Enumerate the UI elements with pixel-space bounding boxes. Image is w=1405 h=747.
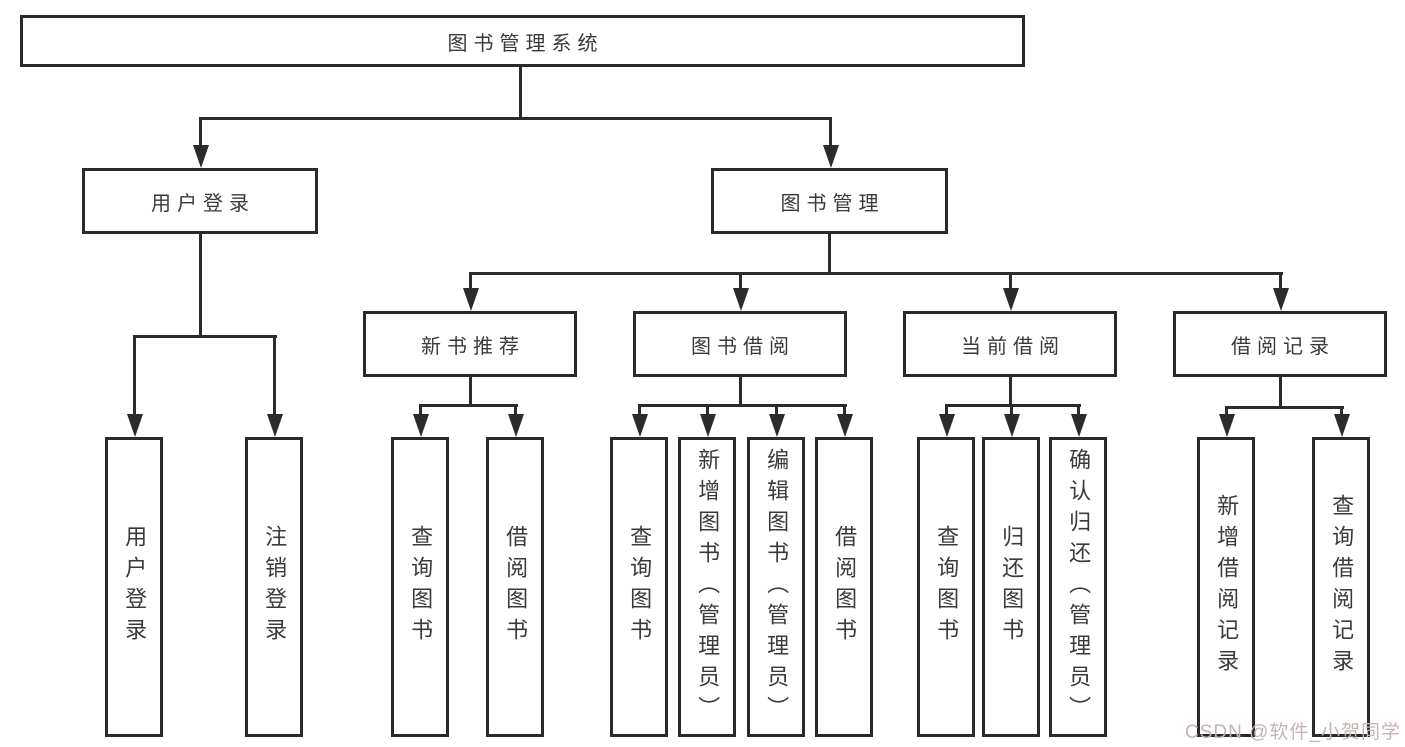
leaf-query-borrow-record-label: 查询借阅记录 [1329,494,1355,680]
leaf-query-books-3: 查询图书 [917,437,975,737]
leaf-query-books-1-label: 查询图书 [408,525,434,649]
leaf-logout-label: 注销登录 [262,525,288,649]
leaf-add-borrow-record: 新增借阅记录 [1197,437,1255,737]
leaf-edit-books-admin: 编辑图书（管理员） [747,437,805,737]
leaf-confirm-return-admin-label: 确认归还（管理员） [1066,447,1092,727]
connector-recommend-horizontal [419,404,518,407]
leaf-query-books-2: 查询图书 [610,437,668,737]
leaf-borrow-books-2-label: 借阅图书 [832,525,858,649]
node-book-management-label: 图书管理 [780,192,885,215]
connector-user-login-vertical [199,232,202,337]
leaf-query-books-2-label: 查询图书 [627,525,653,649]
arrow-to-leaf-borrow-books-1 [507,404,524,437]
leaf-query-books-3-label: 查询图书 [934,525,960,649]
leaf-add-books-admin-label: 新增图书（管理员） [695,447,721,727]
leaf-edit-books-admin-label: 编辑图书（管理员） [764,447,790,727]
arrow-to-leaf-query-books-2 [631,404,648,437]
leaf-return-books-label: 归还图书 [999,525,1025,649]
arrow-to-leaf-confirm-return [1070,404,1087,437]
arrow-to-user-login [192,117,209,168]
arrow-to-leaf-query-record [1333,406,1350,437]
node-current-borrow-label: 当前借阅 [961,335,1065,358]
connector-root-horizontal [199,117,832,120]
arrow-to-current-borrow [1002,272,1019,311]
connector-records-horizontal [1225,406,1344,409]
connector-borrow-horizontal [638,404,847,407]
arrow-to-leaf-logout [266,335,283,437]
connector-borrow-vertical [739,375,742,406]
node-book-borrow-label: 图书借阅 [691,335,795,358]
connector-book-mgmt-horizontal [469,272,1283,275]
arrow-to-leaf-user-login [126,335,143,437]
connector-book-mgmt-vertical [828,232,831,275]
leaf-return-books: 归还图书 [982,437,1040,737]
leaf-user-login-label: 用户登录 [122,525,148,649]
leaf-logout: 注销登录 [245,437,303,737]
arrow-to-leaf-borrow-books-2 [836,404,853,437]
node-user-login: 用户登录 [82,168,318,234]
leaf-borrow-books-1-label: 借阅图书 [503,525,529,649]
node-book-borrow: 图书借阅 [633,311,847,377]
connector-records-vertical [1279,375,1282,408]
node-borrow-records-label: 借阅记录 [1231,335,1335,358]
arrow-to-new-book-recommend [462,272,479,311]
leaf-confirm-return-admin: 确认归还（管理员） [1049,437,1107,737]
arrow-to-leaf-add-record [1218,406,1235,437]
connector-current-vertical [1009,375,1012,406]
connector-root-vertical [519,64,522,120]
arrow-to-leaf-return-books [1003,404,1020,437]
arrow-to-book-management [822,117,839,168]
leaf-add-books-admin: 新增图书（管理员） [678,437,736,737]
node-user-login-label: 用户登录 [151,192,255,215]
connector-current-horizontal [945,404,1081,407]
node-book-management: 图书管理 [711,168,948,234]
node-root-library-system: 图书管理系统 [20,15,1025,67]
arrow-to-leaf-add-books [699,404,716,437]
arrow-to-book-borrow [732,272,749,311]
node-root-label: 图书管理系统 [447,32,604,55]
connector-user-login-horizontal [133,335,277,338]
node-new-book-recommend: 新书推荐 [363,311,577,377]
csdn-watermark: CSDN @软件_小贺同学 [1185,722,1401,743]
leaf-add-borrow-record-label: 新增借阅记录 [1214,494,1240,680]
node-current-borrow: 当前借阅 [903,311,1117,377]
leaf-borrow-books-1: 借阅图书 [486,437,544,737]
leaf-query-books-1: 查询图书 [391,437,449,737]
leaf-query-borrow-record: 查询借阅记录 [1312,437,1370,737]
arrow-to-leaf-edit-books [768,404,785,437]
arrow-to-borrow-records [1272,272,1289,311]
arrow-to-leaf-query-books-3 [938,404,955,437]
connector-recommend-vertical [469,375,472,406]
node-new-book-recommend-label: 新书推荐 [421,335,525,358]
leaf-user-login: 用户登录 [105,437,163,737]
arrow-to-leaf-query-books-1 [412,404,429,437]
leaf-borrow-books-2: 借阅图书 [815,437,873,737]
node-borrow-records: 借阅记录 [1173,311,1387,377]
